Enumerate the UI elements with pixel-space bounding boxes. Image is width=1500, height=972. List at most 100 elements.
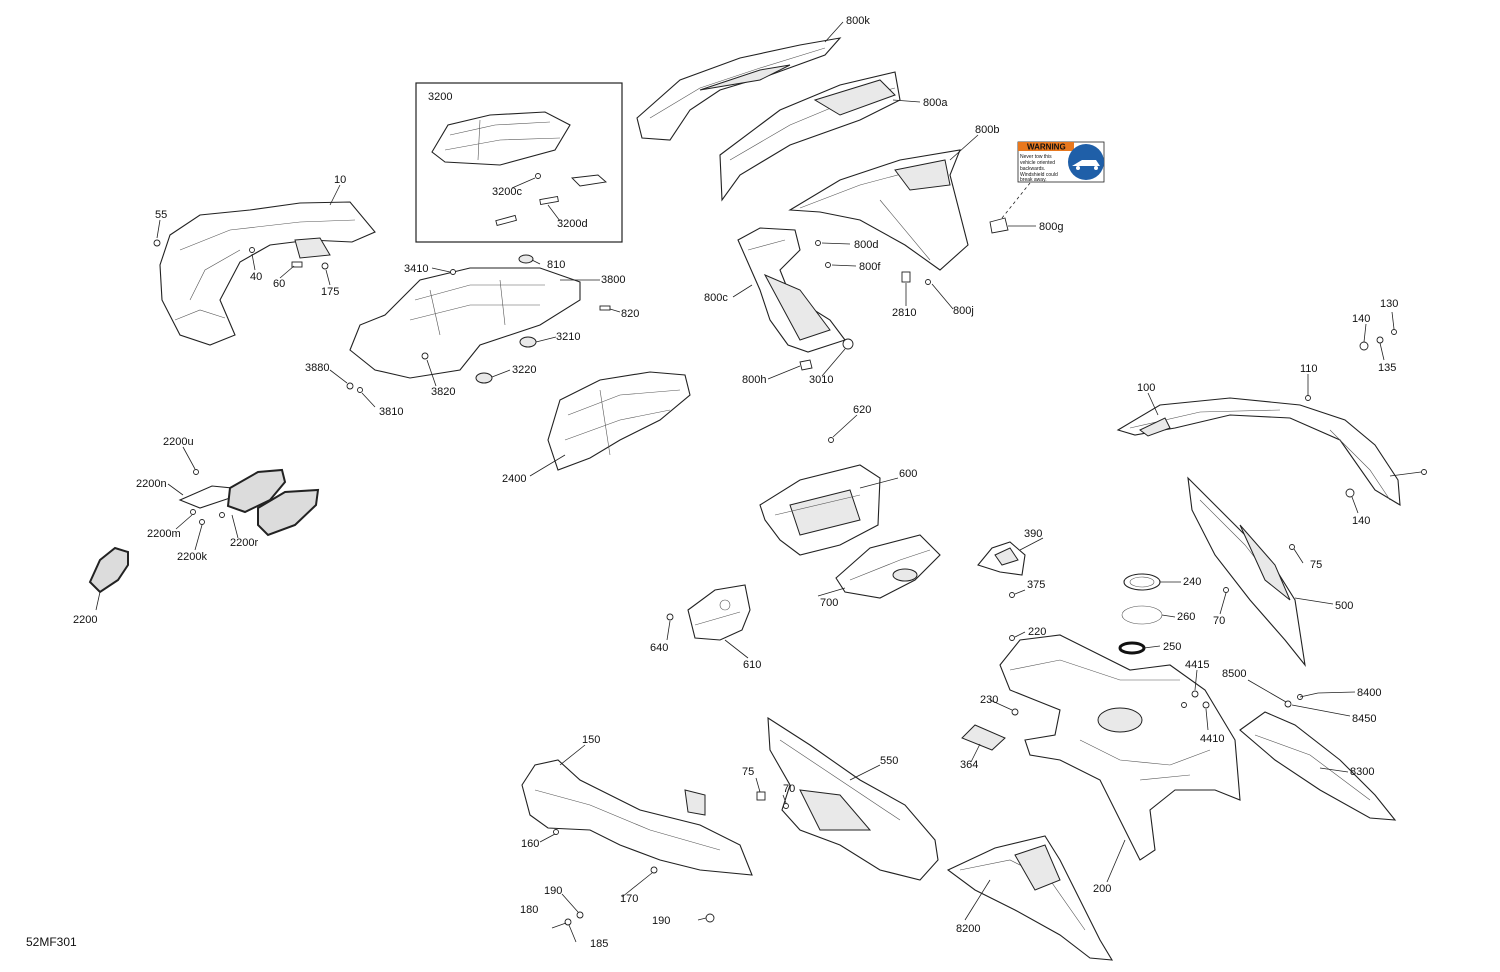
callout-175: 175 [321, 286, 339, 298]
part-side-panel-150 [521, 759, 753, 876]
part-front-fascia [159, 201, 376, 346]
screw-170 [650, 866, 658, 874]
callout-110: 110 [1300, 363, 1318, 375]
callout-3810: 3810 [379, 406, 403, 418]
callout-40: 40 [250, 271, 262, 283]
callout-2200: 2200 [73, 614, 97, 626]
callout-390: 390 [1024, 528, 1042, 540]
nut-175 [321, 262, 329, 270]
nut-2200k [199, 519, 205, 525]
screw-3810 [357, 387, 363, 393]
clip-820 [599, 305, 611, 311]
diagram-id: 52MF301 [26, 935, 77, 949]
callout-3200c: 3200c [492, 186, 522, 198]
part-mirror-right-2200r [257, 488, 320, 537]
nut-4410 [1202, 701, 1210, 709]
warning-line-1: Never tow this [1020, 154, 1052, 160]
callout-75-left: 75 [742, 766, 754, 778]
washer-3010 [842, 338, 854, 350]
screw-40 [249, 247, 255, 253]
part-bracket-390 [977, 541, 1026, 576]
callout-170: 170 [620, 893, 638, 905]
callout-620: 620 [853, 404, 871, 416]
part-cluster-2400 [547, 371, 691, 471]
callout-3010: 3010 [809, 374, 833, 386]
washer-185 [564, 918, 572, 926]
part-bracket-610 [687, 584, 751, 641]
callout-55: 55 [155, 209, 167, 221]
screw-55 [153, 239, 161, 247]
screw-3410 [450, 269, 456, 275]
callout-190-left: 190 [544, 885, 562, 897]
callout-3220: 3220 [512, 364, 536, 376]
callout-labels: 10 55 40 60 175 3200 3200c 3200d 3410 81… [26, 15, 1398, 950]
nut-140-bottom [1345, 488, 1355, 498]
warning-heading: WARNING [1027, 143, 1066, 152]
callout-375: 375 [1027, 579, 1045, 591]
callout-4410: 4410 [1200, 733, 1224, 745]
callout-800j: 800j [953, 305, 974, 317]
screw-620 [828, 437, 834, 443]
bumper-3220 [475, 372, 493, 384]
part-bezel-600 [759, 464, 881, 556]
callout-8450: 8450 [1352, 713, 1376, 725]
screw-800f [825, 262, 831, 268]
nut-3820 [421, 352, 429, 360]
screw-130 [1391, 329, 1397, 335]
pad-3200d-a [495, 214, 517, 227]
gasket-260 [1121, 605, 1163, 625]
part-cover-700 [835, 534, 941, 599]
callout-550: 550 [880, 755, 898, 767]
part-mirror-left-2200r [226, 468, 287, 514]
screw-180 [551, 922, 567, 929]
callout-640: 640 [650, 642, 668, 654]
part-deflector-800k [636, 37, 842, 141]
part-bracket-800c [737, 227, 846, 353]
part-mirror-bracket-2200n [178, 485, 233, 509]
callout-240: 240 [1183, 576, 1201, 588]
callout-3820: 3820 [431, 386, 455, 398]
part-panel-800b [788, 149, 969, 271]
callout-800k: 800k [846, 15, 870, 27]
warning-line-3: backwards. [1020, 166, 1045, 172]
callout-8200: 8200 [956, 923, 980, 935]
callout-10: 10 [334, 174, 346, 186]
part-mirror-2200 [88, 546, 129, 594]
screw-70-right [1223, 587, 1229, 593]
part-pad-364 [961, 724, 1006, 751]
callout-800d: 800d [854, 239, 878, 251]
callout-610: 610 [743, 659, 761, 671]
warning-line-4: Windshield could [1020, 172, 1058, 178]
part-side-panel-100 [1116, 397, 1401, 507]
callout-2200n: 2200n [136, 478, 167, 490]
callout-3800: 3800 [601, 274, 625, 286]
callout-3410: 3410 [404, 263, 428, 275]
callout-8500: 8500 [1222, 668, 1246, 680]
callout-250: 250 [1163, 641, 1181, 653]
callout-150: 150 [582, 734, 600, 746]
screw-220 [1009, 635, 1015, 641]
callout-8300: 8300 [1350, 766, 1374, 778]
callout-230: 230 [980, 694, 998, 706]
callout-185: 185 [590, 938, 608, 950]
part-storage-tub-3800 [349, 267, 581, 379]
callout-700: 700 [820, 597, 838, 609]
screw-640 [666, 613, 674, 621]
callout-140-top: 140 [1352, 313, 1370, 325]
screw-2200m [190, 509, 196, 515]
callout-820: 820 [621, 308, 639, 320]
callout-160: 160 [521, 838, 539, 850]
screw-140-side [1421, 469, 1427, 475]
callout-140-bottom: 140 [1352, 515, 1370, 527]
callout-3200d: 3200d [557, 218, 588, 230]
callout-130: 130 [1380, 298, 1398, 310]
screw-110 [1305, 395, 1311, 401]
warning-line-5: break away. [1020, 177, 1047, 183]
callout-800b: 800b [975, 124, 999, 136]
pad-3200d-b [539, 195, 559, 206]
callout-4415: 4415 [1185, 659, 1209, 671]
callout-220: 220 [1028, 626, 1046, 638]
callout-3210: 3210 [556, 331, 580, 343]
callout-2400: 2400 [502, 473, 526, 485]
